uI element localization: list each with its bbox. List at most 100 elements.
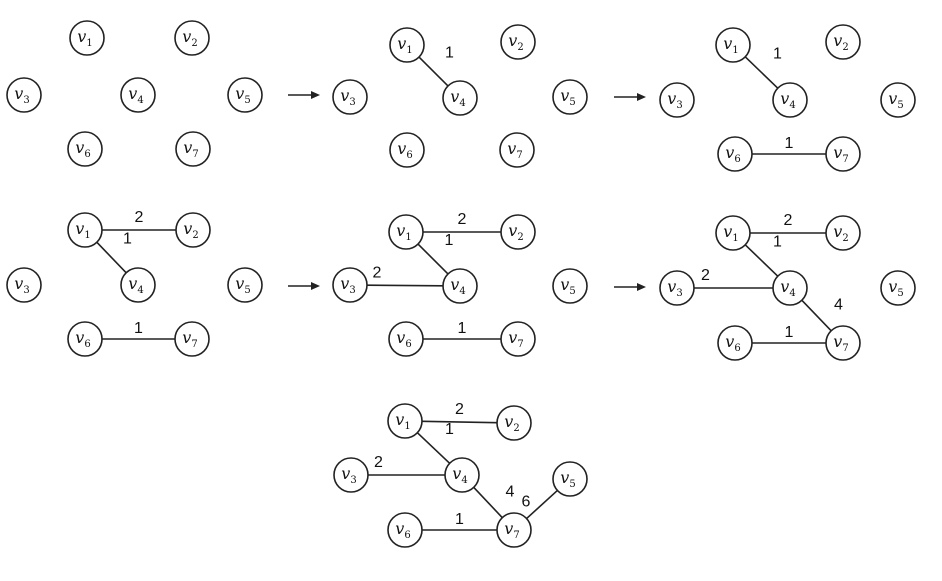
node-circle-v3 <box>332 267 368 303</box>
node-subscript-v3: 3 <box>349 97 355 108</box>
node-letter-v3: v <box>341 464 350 483</box>
node-circle-v3 <box>332 79 368 115</box>
node-label-v4: v4 <box>452 464 467 486</box>
node-letter-v7: v <box>182 328 191 347</box>
node-v5: v5 <box>880 82 916 118</box>
node-subscript-v6: 6 <box>84 149 90 160</box>
node-letter-v2: v <box>833 222 842 241</box>
node-subscript-v2: 2 <box>517 42 523 53</box>
node-circle-v7 <box>825 136 861 172</box>
node-letter-v2: v <box>508 31 517 50</box>
edge-v3-v4 <box>366 284 444 287</box>
node-v5: v5 <box>227 267 263 303</box>
node-circle-v5 <box>552 79 588 115</box>
node-circle-v2 <box>500 24 536 60</box>
node-subscript-v6: 6 <box>406 150 412 161</box>
node-v1: v1 <box>67 212 103 248</box>
node-subscript-v3: 3 <box>349 285 355 296</box>
node-label-v3: v3 <box>341 464 356 486</box>
node-label-v4: v4 <box>450 275 465 297</box>
edge-weight-v3-v4: 2 <box>374 454 383 471</box>
node-subscript-v5: 5 <box>244 95 250 106</box>
node-letter-v2: v <box>508 221 517 240</box>
node-subscript-v7: 7 <box>517 339 523 350</box>
arrow-head <box>311 282 320 290</box>
node-v2: v2 <box>825 24 861 60</box>
node-letter-v3: v <box>340 274 349 293</box>
node-label-v6: v6 <box>395 519 410 541</box>
node-circle-v4 <box>120 77 156 113</box>
node-letter-v3: v <box>667 277 676 296</box>
node-letter-v3: v <box>667 89 676 108</box>
node-v3: v3 <box>332 79 368 115</box>
node-v1: v1 <box>715 27 751 63</box>
node-circle-v6 <box>717 325 753 361</box>
node-v1: v1 <box>69 20 105 56</box>
node-label-v2: v2 <box>833 31 848 53</box>
node-v7: v7 <box>499 132 535 168</box>
edge-weight-v3-v4: 2 <box>701 267 710 284</box>
node-subscript-v4: 4 <box>459 286 465 297</box>
node-subscript-v5: 5 <box>897 100 903 111</box>
node-v4: v4 <box>120 77 156 113</box>
node-v6: v6 <box>387 512 423 548</box>
node-circle-v2 <box>500 214 536 250</box>
node-circle-v1 <box>715 215 751 251</box>
node-subscript-v3: 3 <box>676 288 682 299</box>
node-subscript-v2: 2 <box>842 233 848 244</box>
edge-v1-v2 <box>421 420 498 424</box>
node-circle-v3 <box>6 267 42 303</box>
node-circle-v7 <box>174 321 210 357</box>
node-circle-v2 <box>825 215 861 251</box>
node-label-v5: v5 <box>235 84 250 106</box>
node-subscript-v5: 5 <box>897 288 903 299</box>
node-label-v6: v6 <box>75 328 90 350</box>
edge-weight-v6-v7: 1 <box>785 135 794 152</box>
node-subscript-v2: 2 <box>192 230 198 241</box>
edge-v1-v4 <box>96 241 127 274</box>
node-letter-v7: v <box>504 519 513 538</box>
node-label-v5: v5 <box>560 275 575 297</box>
edge-weight-v1-v2: 2 <box>455 401 464 418</box>
node-v3: v3 <box>659 270 695 306</box>
edge-v1-v4 <box>416 432 451 464</box>
node-label-v3: v3 <box>340 274 355 296</box>
node-letter-v6: v <box>396 328 405 347</box>
node-label-v6: v6 <box>396 328 411 350</box>
node-circle-v6 <box>387 512 423 548</box>
node-label-v2: v2 <box>508 31 523 53</box>
node-circle-v6 <box>67 321 103 357</box>
node-label-v4: v4 <box>780 277 795 299</box>
node-circle-v5 <box>227 267 263 303</box>
node-circle-v4 <box>120 267 156 303</box>
edge-weight-v6-v7: 1 <box>785 324 794 341</box>
node-label-v2: v2 <box>508 221 523 243</box>
node-label-v5: v5 <box>235 274 250 296</box>
node-letter-v5: v <box>888 89 897 108</box>
node-label-v7: v7 <box>183 138 198 160</box>
node-label-v7: v7 <box>508 328 523 350</box>
node-subscript-v5: 5 <box>569 479 575 490</box>
node-v2: v2 <box>500 214 536 250</box>
node-subscript-v1: 1 <box>405 232 411 243</box>
node-circle-v1 <box>389 27 425 63</box>
node-letter-v2: v <box>833 31 842 50</box>
node-subscript-v7: 7 <box>842 154 848 165</box>
node-label-v5: v5 <box>888 89 903 111</box>
node-circle-v1 <box>715 27 751 63</box>
node-label-v7: v7 <box>833 143 848 165</box>
node-subscript-v4: 4 <box>789 100 795 111</box>
node-v4: v4 <box>772 270 808 306</box>
node-letter-v2: v <box>182 27 191 46</box>
node-circle-v5 <box>552 268 588 304</box>
node-subscript-v4: 4 <box>137 285 143 296</box>
node-letter-v1: v <box>397 34 406 53</box>
node-circle-v4 <box>772 270 808 306</box>
node-subscript-v7: 7 <box>191 339 197 350</box>
node-letter-v5: v <box>235 84 244 103</box>
node-v4: v4 <box>772 82 808 118</box>
node-label-v3: v3 <box>14 84 29 106</box>
node-label-v1: v1 <box>396 221 411 243</box>
